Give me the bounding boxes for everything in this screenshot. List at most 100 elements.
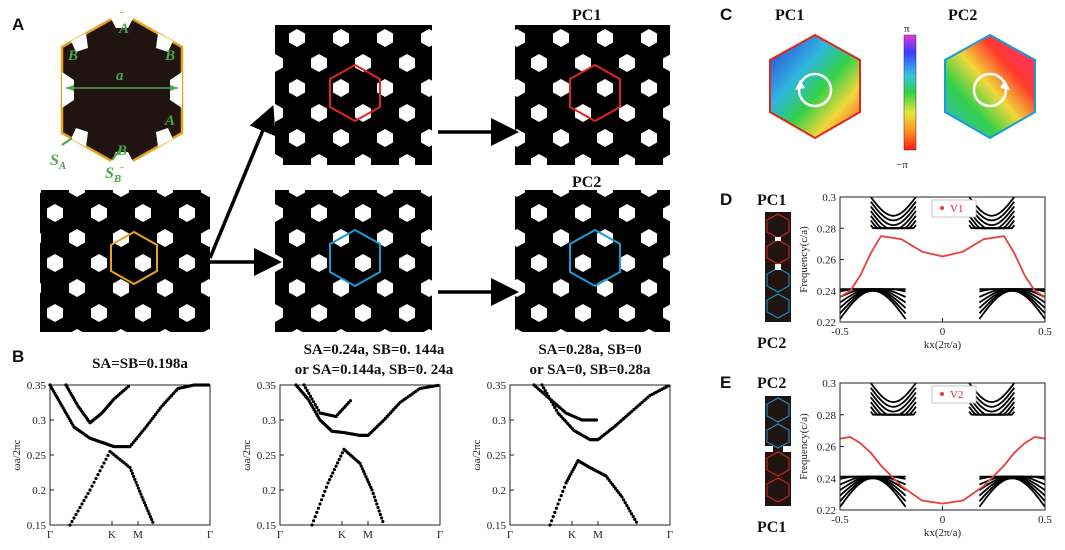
- y-tick-label: 0.35: [27, 380, 47, 392]
- band-point: [625, 503, 629, 507]
- colorbar: π −π: [896, 23, 917, 171]
- band-point: [381, 519, 385, 524]
- bulk-band-upper: [968, 391, 1016, 413]
- band-point: [594, 418, 599, 422]
- band-point: [82, 498, 86, 503]
- x-tick-label: K: [108, 529, 116, 541]
- lattice-pc1: [515, 25, 670, 165]
- x-tick-label: Γ: [437, 529, 443, 541]
- panel-letter-d: D: [720, 190, 732, 209]
- label-B-right: B: [164, 48, 175, 64]
- x-tick-label: Γ: [47, 529, 53, 541]
- title-b2-line2: or SA=0.144a, SB=0. 24a: [295, 362, 454, 378]
- bulk-band-upper: [968, 387, 1016, 408]
- berry-phase-pc2: [944, 33, 1036, 140]
- band-point: [542, 386, 546, 390]
- legend-marker: [940, 392, 944, 396]
- band-point: [104, 457, 108, 461]
- band-point: [304, 386, 308, 390]
- legend-label: V2: [950, 389, 963, 401]
- lattice-pc2: [515, 190, 670, 332]
- band-point: [130, 471, 134, 476]
- band-point: [92, 480, 96, 484]
- band-point: [320, 498, 324, 502]
- band-point: [315, 405, 319, 409]
- band-point: [558, 498, 562, 502]
- bulk-band-upper: [870, 387, 917, 408]
- band-point: [370, 488, 374, 492]
- band-point: [323, 489, 327, 493]
- band-point: [365, 477, 369, 481]
- panel-letter-e: E: [720, 373, 731, 392]
- band-point: [326, 481, 330, 485]
- band-point: [96, 473, 100, 477]
- label-B-bottom: B: [116, 143, 127, 159]
- band-point: [339, 454, 343, 458]
- band-point: [76, 509, 80, 513]
- y-axis-label: ωa/2πc: [11, 439, 23, 470]
- band-point: [315, 510, 319, 514]
- band-point: [100, 465, 104, 469]
- band-point: [554, 408, 559, 412]
- label-pc2-d: PC2: [757, 335, 786, 352]
- bulk-band-upper: [870, 411, 917, 416]
- y-tick-label: 0.26: [817, 442, 837, 454]
- band-point: [313, 515, 317, 519]
- band-point: [324, 485, 328, 489]
- plot-frame: [279, 384, 441, 526]
- band-point: [340, 451, 344, 455]
- band-point: [630, 512, 634, 516]
- bulk-band-upper: [968, 401, 1016, 416]
- x-tick-label: M: [133, 529, 143, 541]
- x-axis-label: kx(2π/a): [924, 339, 962, 351]
- label-A-top: A: [118, 21, 129, 37]
- band-point: [631, 515, 635, 519]
- y-tick-label: 0.2: [262, 485, 276, 497]
- y-axis-label: ωa/2πc: [471, 439, 483, 470]
- band-point: [561, 489, 565, 493]
- band-point: [376, 505, 380, 510]
- band-point: [316, 408, 320, 412]
- band-point: [139, 492, 143, 496]
- band-point: [72, 516, 76, 520]
- band-point: [135, 483, 139, 487]
- x-tick-label: -0.5: [831, 514, 849, 526]
- band-point: [312, 519, 316, 523]
- strip-e: [765, 396, 791, 506]
- y-tick-label: 0.3: [32, 415, 46, 427]
- band-point: [305, 389, 309, 393]
- y-axis-label: Frequency(c/a): [798, 413, 810, 480]
- band-point: [543, 389, 547, 393]
- bulk-band-upper: [870, 205, 917, 227]
- x-tick-label: Γ: [207, 529, 213, 541]
- y-axis-label: Frequency(c/a): [798, 226, 810, 293]
- band-point: [634, 520, 639, 524]
- y-tick-label: 0.25: [27, 450, 47, 462]
- band-point: [369, 485, 373, 489]
- band-point: [633, 517, 637, 522]
- band-point: [146, 509, 150, 513]
- band-point: [380, 516, 384, 520]
- band-point: [307, 391, 311, 395]
- x-tick-label: Γ: [277, 529, 283, 541]
- label-B-left: B: [67, 48, 78, 64]
- band-point: [362, 469, 366, 473]
- band-point: [145, 506, 149, 510]
- band-point: [74, 512, 78, 517]
- band-point: [133, 477, 137, 481]
- band-point: [364, 475, 368, 479]
- band-point: [550, 519, 554, 523]
- bulk-band-upper: [870, 201, 917, 222]
- y-tick-label: 0.15: [257, 520, 277, 532]
- lattice-original: [40, 190, 210, 332]
- band-point: [332, 467, 336, 472]
- legend-box: [931, 199, 977, 218]
- band-point: [371, 491, 375, 496]
- y-tick-label: 0.3: [822, 378, 836, 390]
- band-point: [334, 464, 338, 468]
- band-point: [328, 478, 332, 482]
